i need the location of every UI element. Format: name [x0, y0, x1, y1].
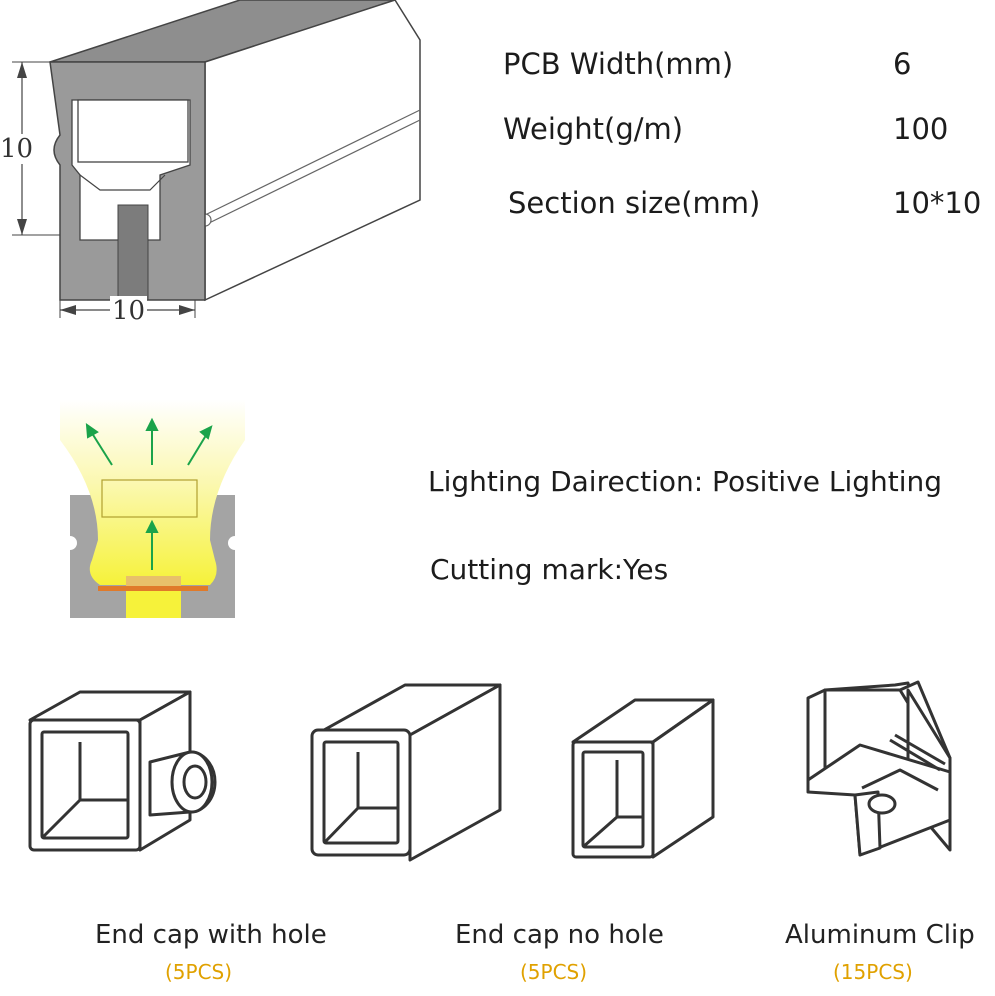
lighting-direction-text: Lighting Dairection: Positive Lighting	[428, 465, 943, 498]
accessory-name-aluminum-clip: Aluminum Clip	[785, 920, 975, 950]
spec-value-section-size: 10*10	[893, 186, 982, 220]
aluminum-clip-icon	[806, 680, 952, 857]
spec-label-weight: Weight(g/m)	[503, 112, 684, 146]
profile-drawing	[12, 0, 421, 318]
lighting-diagram	[60, 400, 245, 618]
accessory-name-end-cap-no-hole: End cap no hole	[455, 920, 664, 950]
height-dimension-label: 10	[0, 134, 34, 164]
accessory-end-cap-with-hole	[20, 680, 220, 860]
lighting-drawing	[60, 400, 245, 618]
end-cap-with-hole-icon	[28, 690, 217, 852]
spec-value-pcb-width: 6	[893, 47, 912, 81]
end-cap-no-hole-icon	[571, 698, 715, 859]
accessory-end-cap-no-hole	[565, 692, 725, 860]
spec-label-section-size: Section size(mm)	[508, 186, 761, 220]
spec-value-weight: 100	[893, 112, 949, 146]
accessory-qty-aluminum-clip: (15PCS)	[833, 960, 913, 984]
accessory-end-cap-no-hole-nozzle	[300, 680, 510, 862]
profile-diagram: 10 10	[0, 0, 430, 330]
width-dimension-label: 10	[110, 296, 148, 326]
cutting-mark-text: Cutting mark:Yes	[430, 553, 669, 586]
accessory-name-end-cap-with-hole: End cap with hole	[95, 920, 327, 950]
accessory-qty-end-cap-with-hole: (5PCS)	[165, 960, 233, 984]
specs-table: PCB Width(mm) 6 Weight(g/m) 100 Section …	[0, 0, 995, 240]
accessory-aluminum-clip	[800, 680, 970, 865]
spec-label-pcb-width: PCB Width(mm)	[503, 47, 734, 81]
accessory-qty-end-cap-no-hole: (5PCS)	[520, 960, 588, 984]
end-cap-nozzle-icon	[310, 683, 502, 862]
